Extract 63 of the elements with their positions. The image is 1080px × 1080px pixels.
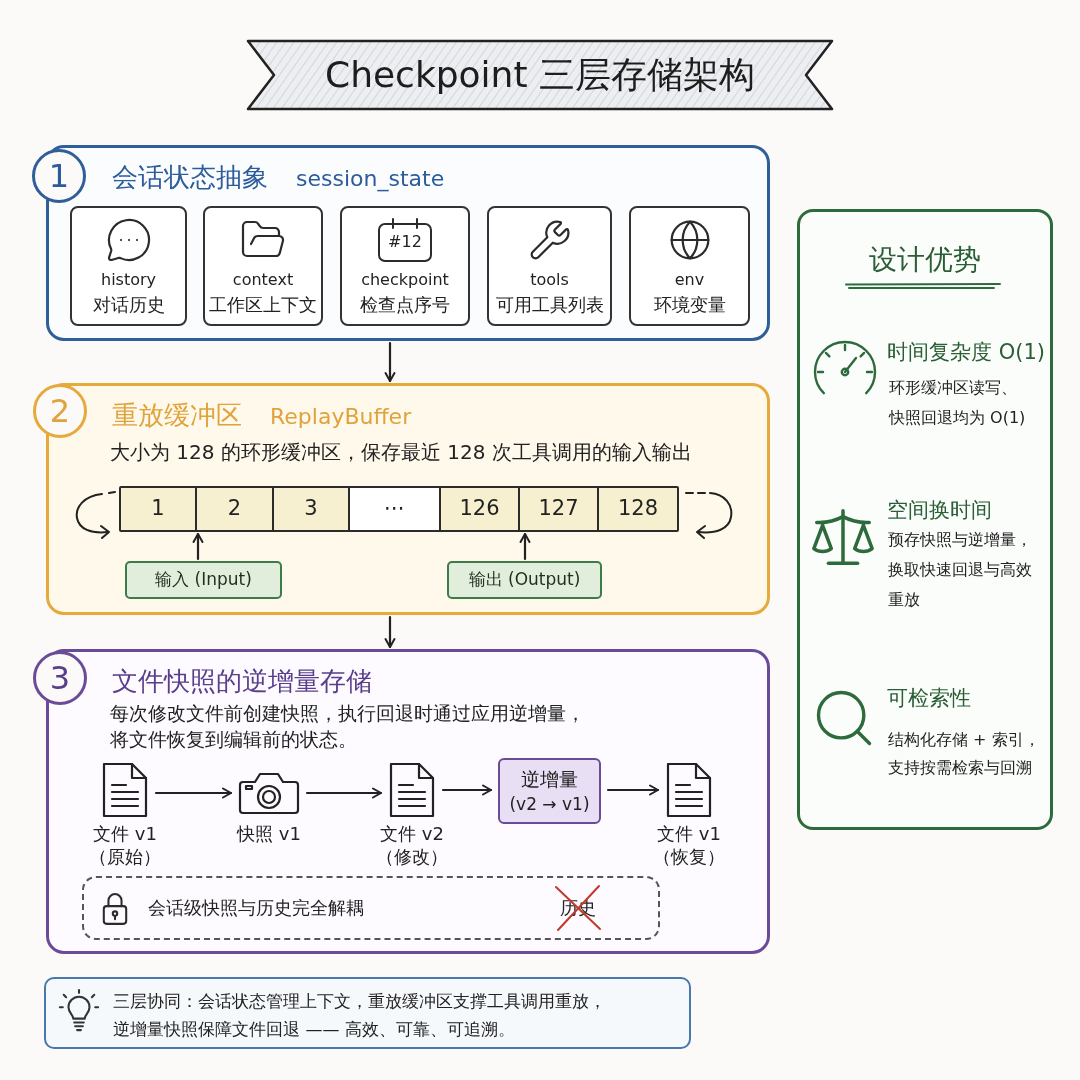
- arrow: [305, 787, 383, 799]
- icon-caption: （恢复）: [653, 845, 725, 868]
- icon-caption: 文件 v2: [380, 822, 444, 845]
- summary-text: 三层协同：会话状态管理上下文，重放缓冲区支撑工具调用重放，逆增量快照保障文件回退 —— 高效、可靠、可追溯。: [113, 990, 607, 1041]
- section-panel: [46, 649, 770, 954]
- code-name: session_state: [296, 165, 445, 194]
- summary-box: [44, 977, 691, 1049]
- feature-card: [487, 206, 612, 326]
- arrow: [384, 341, 396, 383]
- buffer-cell: ⋯: [350, 488, 441, 530]
- dashed-note-box: [82, 876, 660, 940]
- pointer-tag: 输出 (Output): [447, 561, 602, 599]
- section-heading: 重放缓冲区: [112, 399, 242, 432]
- field-description: 环境变量: [653, 293, 726, 317]
- arrow: [519, 532, 531, 561]
- field-description: 对话历史: [92, 293, 165, 317]
- advantage-title: 时间复杂度 O(1): [887, 339, 1045, 366]
- icon-caption: （修改）: [376, 845, 448, 868]
- advantages-panel: [797, 209, 1053, 830]
- section-description: 大小为 128 的环形缓冲区，保存最近 128 次工具调用的输入输出: [110, 439, 693, 466]
- feature-card: [340, 206, 470, 326]
- arrow: [606, 784, 660, 796]
- feature-card: [70, 206, 187, 326]
- field-name: env: [674, 270, 705, 290]
- arrow: [384, 615, 396, 649]
- reverse-delta-box: 逆增量 (v2 → v1): [498, 758, 601, 824]
- document-icon: [665, 762, 713, 818]
- camera-icon: [238, 771, 300, 815]
- feature-card: [629, 206, 750, 326]
- section-panel: [46, 383, 770, 615]
- arrow: [441, 784, 493, 796]
- field-description: 工作区上下文: [209, 293, 317, 317]
- pointer-tag: 输入 (Input): [125, 561, 282, 599]
- icon-caption: 文件 v1: [93, 822, 157, 845]
- field-name: tools: [530, 270, 569, 290]
- field-description: 可用工具列表: [495, 293, 604, 317]
- section-heading: 会话状态抽象: [112, 161, 268, 194]
- advantage-title: 可检索性: [887, 685, 971, 712]
- decoupling-note: 会话级快照与历史完全解耦: [148, 896, 364, 920]
- field-name: context: [232, 270, 294, 290]
- icon-caption: 文件 v1: [657, 822, 721, 845]
- code-name: ReplayBuffer: [270, 403, 412, 431]
- ring-buffer-bar: [119, 486, 679, 532]
- feature-card: [203, 206, 323, 326]
- title: Checkpoint 三层存储架构: [325, 53, 755, 97]
- panel-heading: 设计优势: [869, 242, 981, 278]
- advantage-description: 结构化存储 + 索引，支持按需检索与回溯: [888, 729, 1041, 779]
- advantage-title: 空间换时间: [887, 497, 992, 524]
- document-icon: [388, 762, 436, 818]
- field-name: history: [101, 270, 156, 290]
- field-name: checkpoint: [361, 270, 449, 290]
- section-heading: 文件快照的逆增量存储: [112, 665, 372, 698]
- advantage-description: 环形缓冲区读写、快照回退均为 O(1): [889, 377, 1027, 429]
- icon-caption: （原始）: [89, 845, 161, 868]
- icon-caption: 快照 v1: [237, 822, 301, 845]
- calendar-number: #12: [388, 231, 422, 253]
- section-description: 每次修改文件前创建快照，执行回退时通过应用逆增量，将文件恢复到编辑前的状态。: [110, 701, 586, 752]
- advantage-description: 预存快照与逆增量，换取快速回退与高效重放: [888, 529, 1033, 611]
- arrow: [192, 532, 204, 561]
- section-panel: [46, 145, 770, 341]
- document-icon: [101, 762, 149, 818]
- arrow: [154, 787, 233, 799]
- field-description: 检查点序号: [360, 293, 450, 317]
